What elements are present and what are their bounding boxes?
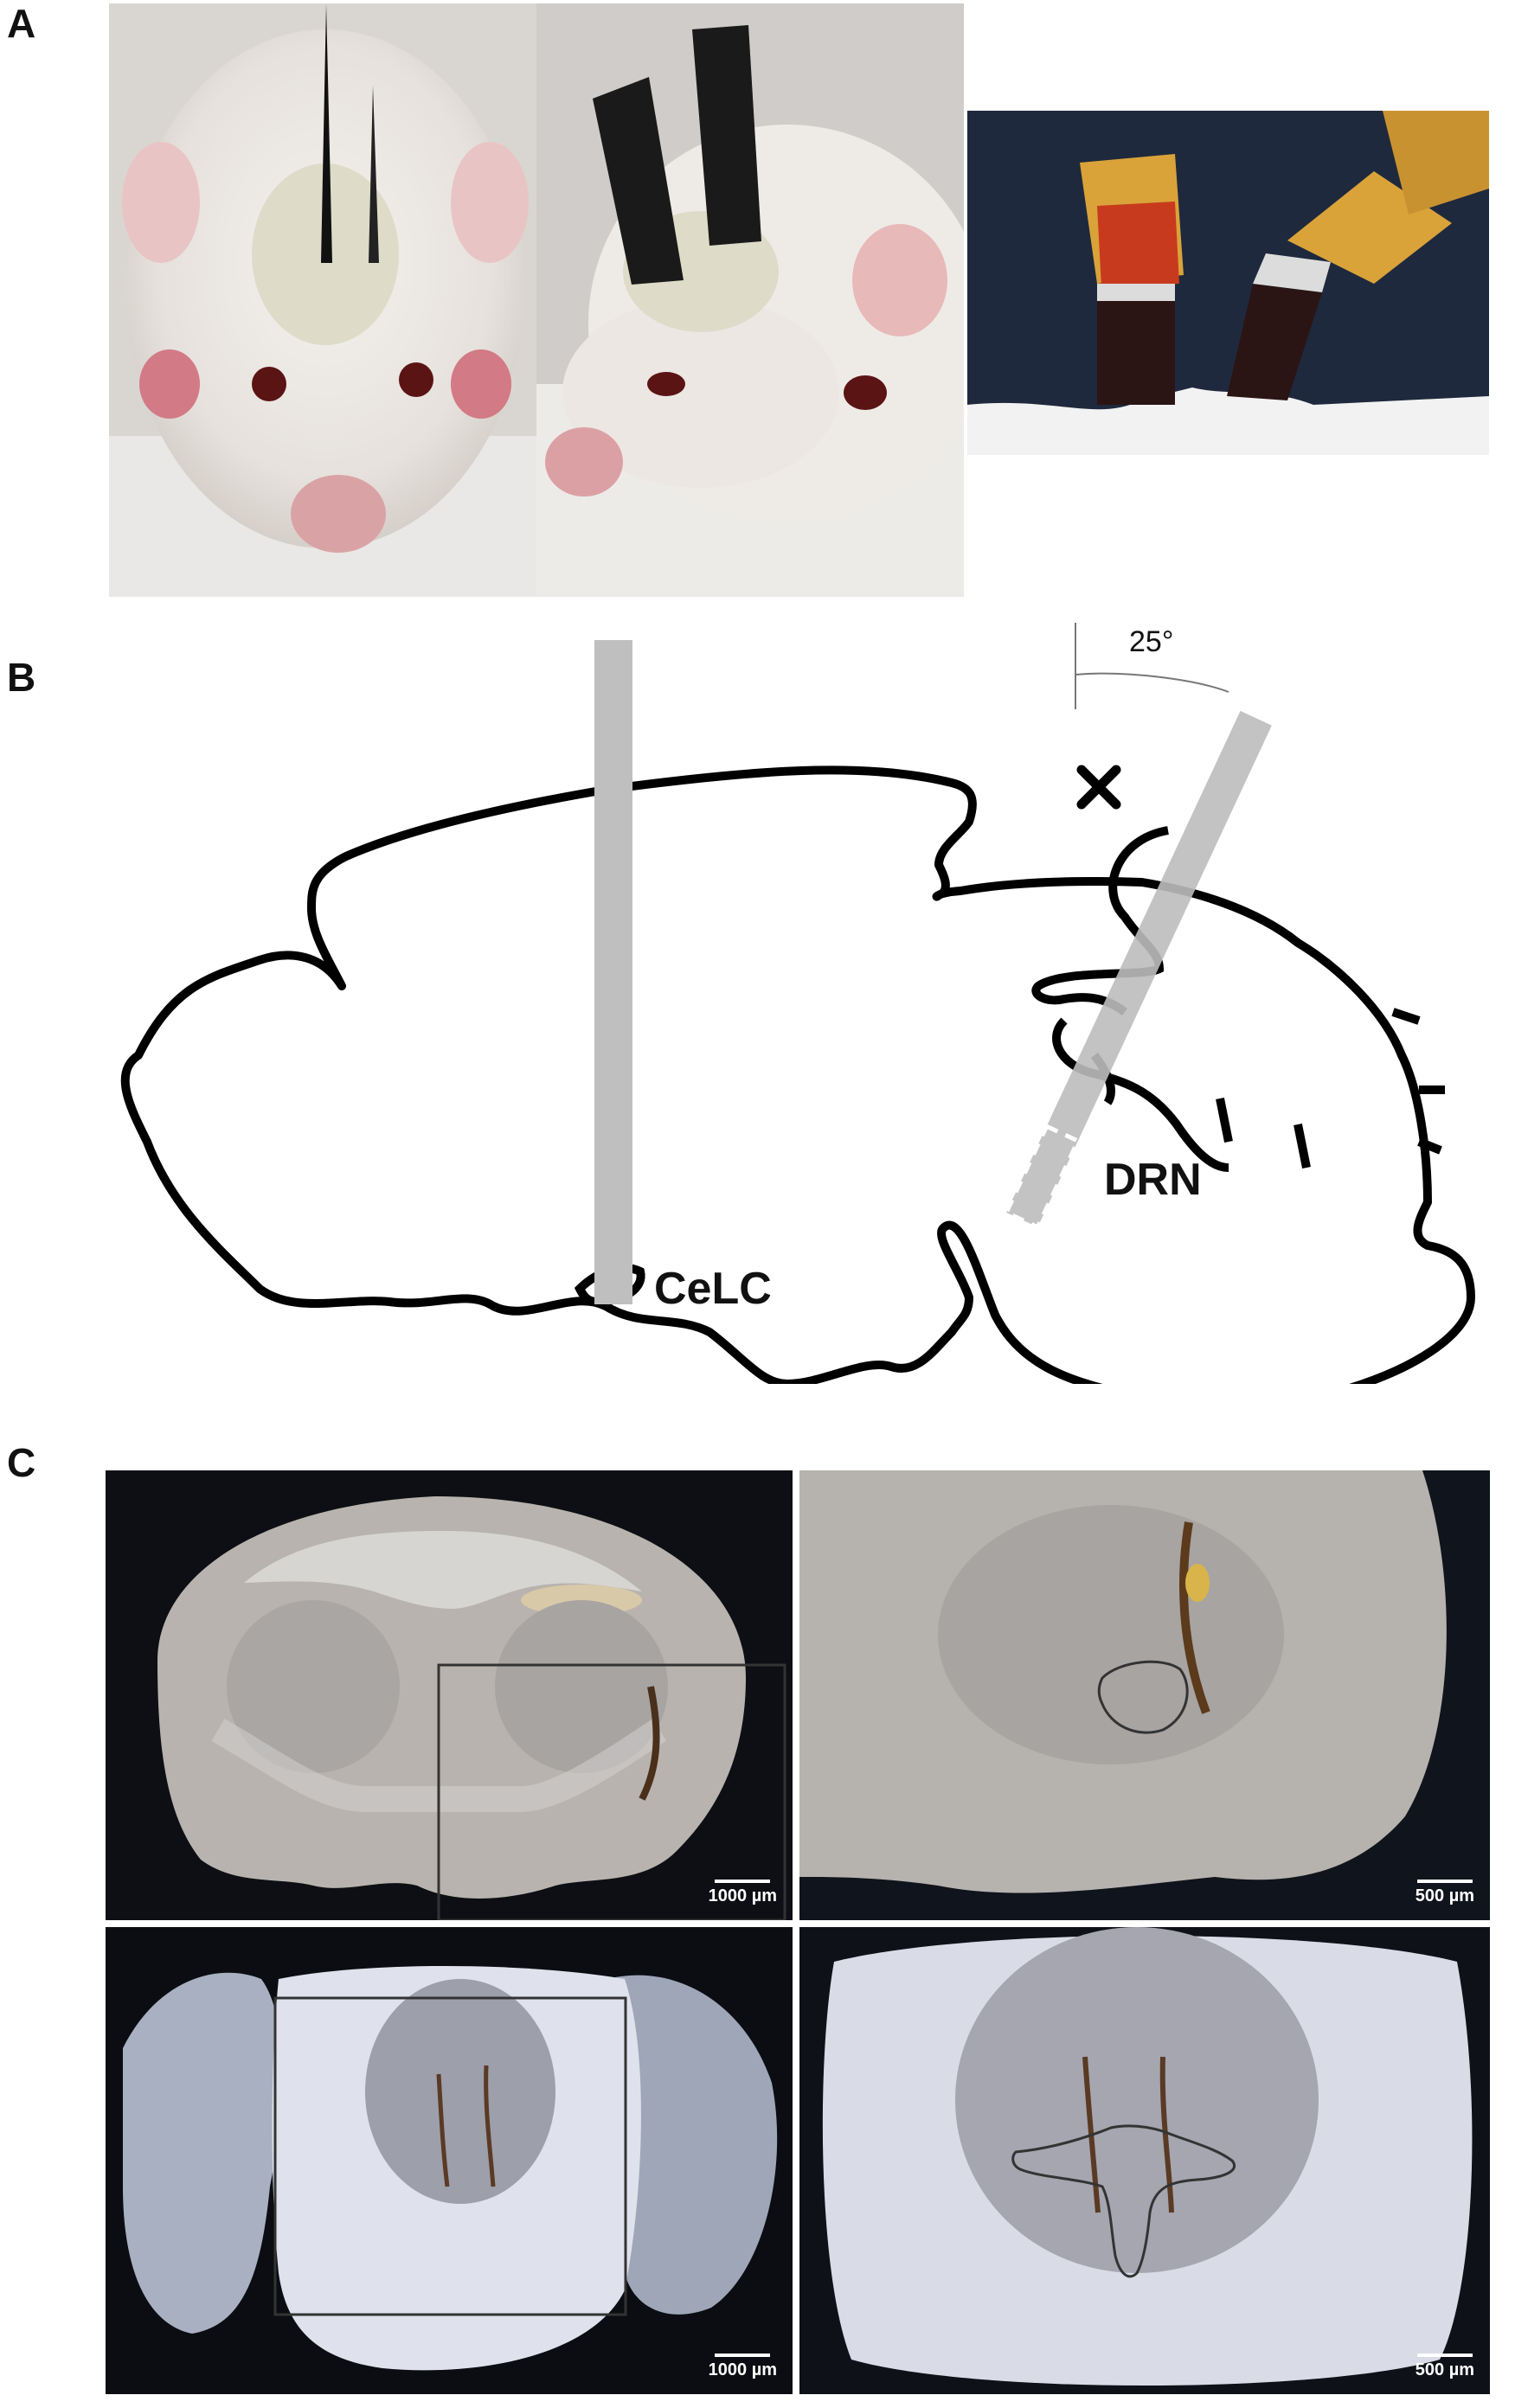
brainstem-section-overview: 1000 µm [106, 1927, 793, 2394]
amygdala-section-zoom: 500 µm [799, 1470, 1490, 1920]
mouse-side-photo [536, 3, 964, 597]
region-label-drn: DRN [1104, 1155, 1202, 1205]
panel-letter-a: A [7, 1, 36, 46]
angled-probe-track [1006, 710, 1272, 1227]
panel-letter-b: B [7, 655, 36, 700]
scalebar-bottom-right: 500 µm [1415, 2354, 1474, 2380]
scalebar-top-left: 1000 µm [709, 1880, 777, 1906]
brainstem-section-zoom: 500 µm [799, 1927, 1490, 2394]
amygdala-section-overview: 1000 µm [106, 1470, 793, 1920]
panel-letter-c: C [7, 1440, 36, 1485]
scalebar-top-right: 500 µm [1415, 1880, 1474, 1906]
sagittal-brain-diagram [120, 623, 1475, 1384]
vertical-probe-track [594, 640, 632, 1304]
mouse-front-photo [109, 3, 536, 597]
angle-label: 25° [1129, 625, 1174, 658]
region-label-celc: CeLC [654, 1264, 772, 1314]
scalebar-bottom-left: 1000 µm [709, 2354, 777, 2380]
connector-photo [967, 111, 1489, 455]
bregma-x-marker [1076, 765, 1121, 810]
